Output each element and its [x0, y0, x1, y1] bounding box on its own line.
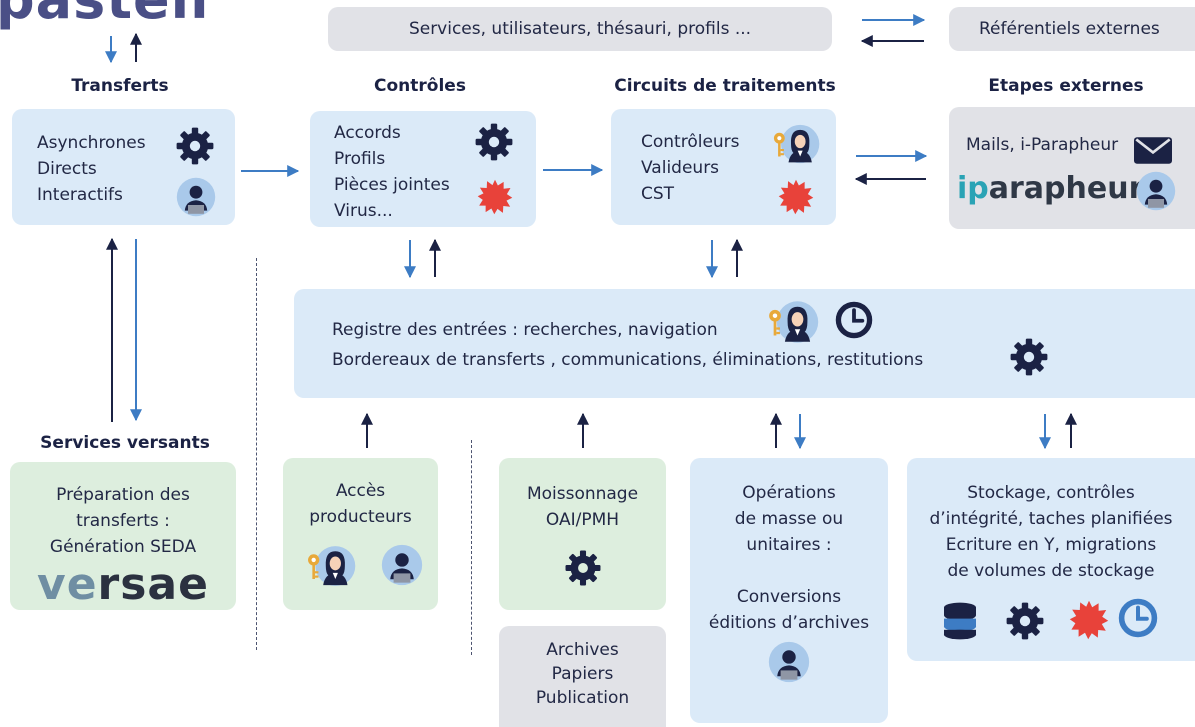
- acces-line: Accès: [335, 481, 386, 501]
- preparation-box: Préparation des transferts : Génération …: [10, 462, 236, 610]
- stockage-box: Stockage, contrôles d’intégrité, taches …: [907, 458, 1195, 661]
- controles-box: Accords Profils Pièces jointes Virus...: [310, 111, 536, 227]
- transferts-item: Asynchrones: [37, 133, 146, 153]
- archives-line: Papiers: [551, 664, 614, 684]
- transferts-item: Interactifs: [37, 185, 123, 205]
- archives-line: Archives: [546, 640, 619, 660]
- registre-line2: Bordereaux de transferts , communication…: [332, 350, 924, 370]
- controles-item: Virus...: [334, 201, 393, 221]
- circuits-item: Valideurs: [641, 158, 720, 178]
- registre-box: Registre des entrées : recherches, navig…: [294, 289, 1195, 398]
- circuits-item: CST: [641, 184, 675, 204]
- stockage-line: de volumes de stockage: [947, 561, 1155, 581]
- dashed-separator: [256, 258, 257, 650]
- heading-controles: Contrôles: [374, 76, 466, 96]
- registre-line1: Registre des entrées : recherches, navig…: [332, 320, 718, 340]
- transferts-item: Directs: [37, 159, 97, 179]
- etapes-box: Mails, i-Parapheur iparapheur: [949, 107, 1195, 229]
- pastell-logo: pastell: [0, 0, 210, 31]
- controles-item: Accords: [334, 123, 401, 143]
- stockage-line: d’intégrité, taches planifiées: [929, 509, 1173, 529]
- operations-box: Opérations de masse ou unitaires : Conve…: [690, 458, 888, 723]
- controles-item: Profils: [334, 149, 386, 169]
- preparation-line: transferts :: [76, 511, 170, 531]
- services-label: Services, utilisateurs, thésauri, profil…: [408, 19, 752, 39]
- moissonnage-line: Moissonnage: [526, 484, 639, 504]
- etapes-mails-label: Mails, i-Parapheur: [966, 135, 1119, 155]
- controles-item: Pièces jointes: [334, 175, 450, 195]
- referentiels-bar: Référentiels externes: [949, 7, 1195, 51]
- operations-line: unitaires :: [746, 535, 832, 555]
- heading-services-versants: Services versants: [40, 433, 210, 453]
- transferts-box: Asynchrones Directs Interactifs: [12, 109, 235, 225]
- operations-line: de masse ou: [734, 509, 844, 529]
- stockage-line: Stockage, contrôles: [967, 483, 1135, 503]
- archives-line: Publication: [535, 688, 630, 708]
- operations-line: éditions d’archives: [708, 613, 870, 633]
- preparation-line: Génération SEDA: [49, 537, 197, 557]
- heading-circuits: Circuits de traitements: [614, 76, 836, 96]
- iparapheur-logo: iparapheur: [957, 171, 1144, 206]
- moissonnage-box: Moissonnage OAI/PMH: [499, 458, 666, 610]
- dashed-separator: [471, 440, 472, 655]
- operations-line: Conversions: [736, 587, 842, 607]
- heading-transferts: Transferts: [71, 76, 169, 96]
- circuits-item: Contrôleurs: [641, 132, 740, 152]
- referentiels-label: Référentiels externes: [979, 19, 1160, 39]
- operations-line: Opérations: [742, 483, 836, 503]
- archives-box: Archives Papiers Publication: [499, 626, 666, 727]
- versae-logo: versae: [37, 559, 209, 610]
- acces-box: Accès producteurs: [283, 458, 438, 610]
- acces-line: producteurs: [309, 507, 412, 527]
- heading-etapes: Etapes externes: [988, 76, 1144, 96]
- moissonnage-line: OAI/PMH: [545, 510, 620, 530]
- circuits-box: Contrôleurs Valideurs CST: [611, 109, 836, 225]
- preparation-line: Préparation des: [56, 485, 190, 505]
- stockage-line: Ecriture en Y, migrations: [945, 535, 1157, 555]
- services-bar: Services, utilisateurs, thésauri, profil…: [328, 7, 832, 51]
